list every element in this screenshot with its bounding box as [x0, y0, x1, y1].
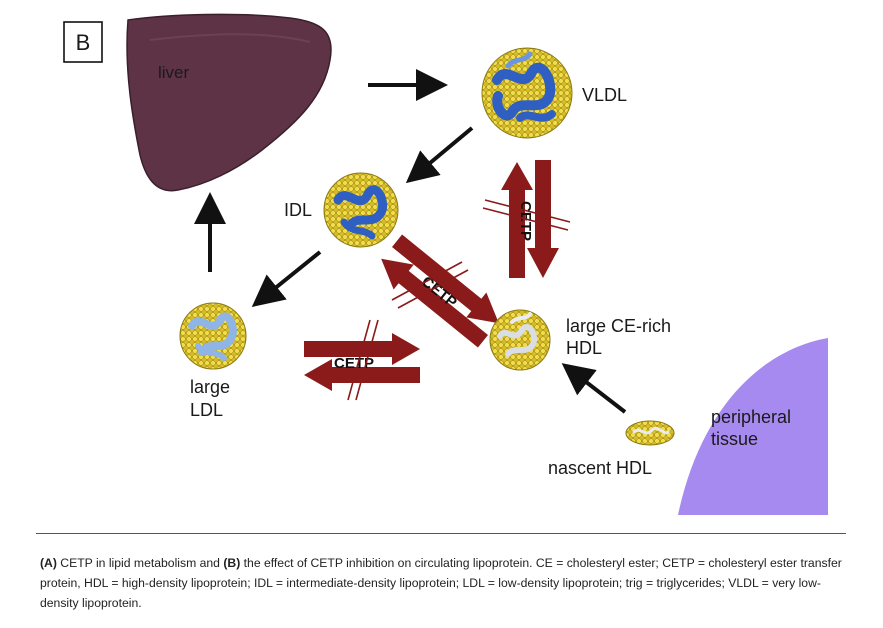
cetp-arrow-down — [527, 160, 559, 278]
liver-organ: liver — [126, 13, 332, 192]
large-ldl-particle: large LDL — [179, 302, 247, 420]
inhibition-slash-3 — [484, 199, 571, 223]
peripheral-tissue: peripheral tissue — [678, 338, 828, 515]
cetp-arrow-up-left — [381, 258, 488, 348]
panel-label: B — [76, 30, 91, 55]
cetp-arrow-left — [304, 359, 420, 391]
caption-part-a-marker: (A) — [40, 556, 57, 570]
inhibition-slash-4 — [482, 207, 569, 231]
large-ldl-label-line2: LDL — [190, 400, 223, 420]
large-hdl-particle: large CE-rich HDL — [489, 309, 671, 371]
peripheral-label-line1: peripheral — [711, 407, 791, 427]
figure-caption: (A) CETP in lipid metabolism and (B) the… — [40, 553, 850, 613]
cetp-arrow-down-right — [392, 234, 499, 324]
arrow-vldl-to-idl — [405, 126, 474, 184]
inhibition-slash-1 — [347, 319, 371, 401]
cetp-label-ldl-hdl: CETP — [334, 355, 374, 372]
inhibition-slashes-idl-hdl — [391, 261, 469, 309]
arrow-idl-to-large-ldl — [251, 250, 322, 308]
large-hdl-label-line1: large CE-rich — [566, 316, 671, 336]
liver-label: liver — [158, 63, 190, 82]
peripheral-label-line2: tissue — [711, 429, 758, 449]
arrow-nascent-to-large-hdl — [561, 363, 627, 414]
nascent-hdl-label: nascent HDL — [548, 458, 652, 478]
cetp-diagram: B liver peripheral tissue CETP CETP — [63, 13, 828, 515]
cetp-exchange-ldl-hdl: CETP — [304, 319, 420, 401]
large-ldl-label-line1: large — [190, 377, 230, 397]
caption-divider — [36, 533, 846, 534]
panel-label-box: B — [63, 21, 103, 63]
idl-particle: IDL — [284, 172, 399, 248]
nascent-hdl-particle: nascent HDL — [548, 420, 675, 478]
cetp-exchange-idl-hdl: CETP — [381, 234, 499, 348]
inhibition-slash-2 — [355, 319, 379, 401]
idl-label: IDL — [284, 200, 312, 220]
black-arrows — [194, 69, 627, 414]
cetp-arrow-up — [501, 162, 533, 278]
caption-part-b-marker: (B) — [223, 556, 241, 570]
caption-part-b-text: the effect of CETP inhibition on circula… — [40, 556, 842, 610]
vldl-label: VLDL — [582, 85, 627, 105]
large-hdl-label-line2: HDL — [566, 338, 602, 358]
vldl-particle: VLDL — [481, 47, 627, 139]
caption-part-a-text: CETP in lipid metabolism and — [56, 556, 224, 570]
cetp-exchange-vldl-hdl: CETP — [482, 160, 571, 278]
